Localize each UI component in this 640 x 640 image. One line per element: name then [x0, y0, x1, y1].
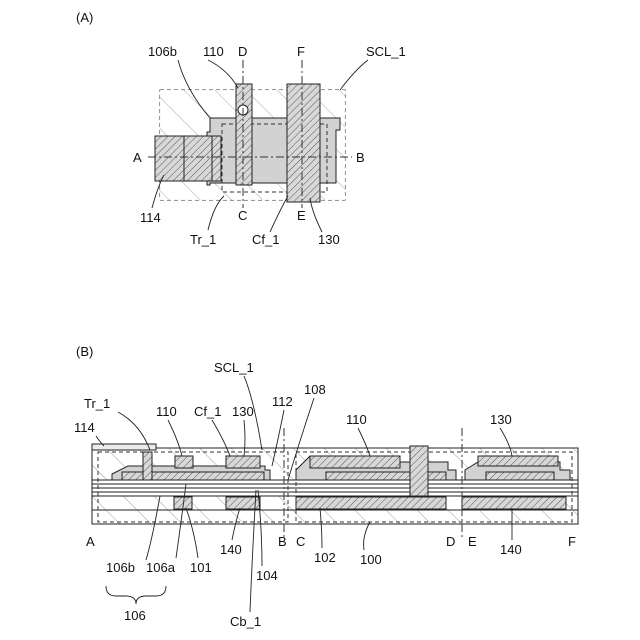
label-114: 114 [140, 210, 161, 225]
label-tr: Tr_1 [190, 232, 216, 247]
label-104: 104 [256, 568, 278, 583]
label-108: 108 [304, 382, 326, 397]
electrode-140-right [462, 497, 566, 509]
label-130-b-right: 130 [490, 412, 512, 427]
layer-108 [92, 484, 578, 488]
label-130: 130 [318, 232, 340, 247]
label-a: A [133, 150, 142, 165]
label-d-b: D [446, 534, 455, 549]
electrode-110 [236, 84, 252, 185]
layer-112 [92, 480, 578, 484]
panel-b: (B) [74, 344, 578, 629]
label-c: C [238, 208, 247, 223]
panel-b-title: (B) [76, 344, 93, 359]
label-106b-b: 106b [106, 560, 135, 575]
label-110: 110 [203, 44, 224, 59]
label-110-b-left: 110 [156, 404, 177, 419]
brace-106 [106, 586, 166, 604]
label-114-b: 114 [74, 420, 95, 435]
leader-110 [208, 60, 238, 88]
leader-tr [208, 196, 224, 230]
leader-cf [270, 196, 288, 232]
label-scl: SCL_1 [366, 44, 406, 59]
leader-scl [340, 60, 368, 90]
label-tr-b: Tr_1 [84, 396, 110, 411]
electrode-130 [287, 84, 320, 202]
label-140-right: 140 [500, 542, 522, 557]
electrode-110-b-left [175, 456, 193, 468]
label-a-b: A [86, 534, 95, 549]
leader-130 [310, 198, 322, 232]
panel-a: (A) 106b 110 D F SCL_1 [76, 10, 406, 247]
label-130-b-left: 130 [232, 404, 254, 419]
label-d: D [238, 44, 247, 59]
label-112: 112 [272, 394, 293, 409]
label-110-b-right: 110 [346, 412, 367, 427]
label-f: F [297, 44, 305, 59]
layer-102 [92, 492, 578, 496]
wiring-114-overlap [184, 136, 212, 181]
electrode-130-b-right [478, 456, 558, 466]
label-100: 100 [360, 552, 382, 567]
label-e: E [297, 208, 306, 223]
electrode-110-b-right [310, 456, 400, 468]
label-cb: Cb_1 [230, 614, 261, 629]
label-101: 101 [190, 560, 212, 575]
leader-100 [364, 522, 370, 550]
wiring-114-b [92, 444, 156, 450]
label-b: B [356, 150, 365, 165]
label-c-b: C [296, 534, 305, 549]
label-106: 106 [124, 608, 146, 623]
label-102: 102 [314, 550, 336, 565]
label-cf-b: Cf_1 [194, 404, 221, 419]
layer-104 [92, 488, 578, 492]
label-f-b: F [568, 534, 576, 549]
leader-130-b-left [244, 420, 245, 456]
contact-plug [143, 452, 152, 480]
contact-via [410, 446, 428, 496]
label-e-b: E [468, 534, 477, 549]
panel-a-title: (A) [76, 10, 93, 25]
label-cf: Cf_1 [252, 232, 279, 247]
label-scl-b: SCL_1 [214, 360, 254, 375]
electrode-102 [296, 497, 446, 509]
semiconductor-far-inner [486, 472, 554, 480]
label-140-left: 140 [220, 542, 242, 557]
label-106b: 106b [148, 44, 177, 59]
label-106a: 106a [146, 560, 176, 575]
label-b-b: B [278, 534, 287, 549]
electrode-130-b-left [226, 456, 260, 468]
